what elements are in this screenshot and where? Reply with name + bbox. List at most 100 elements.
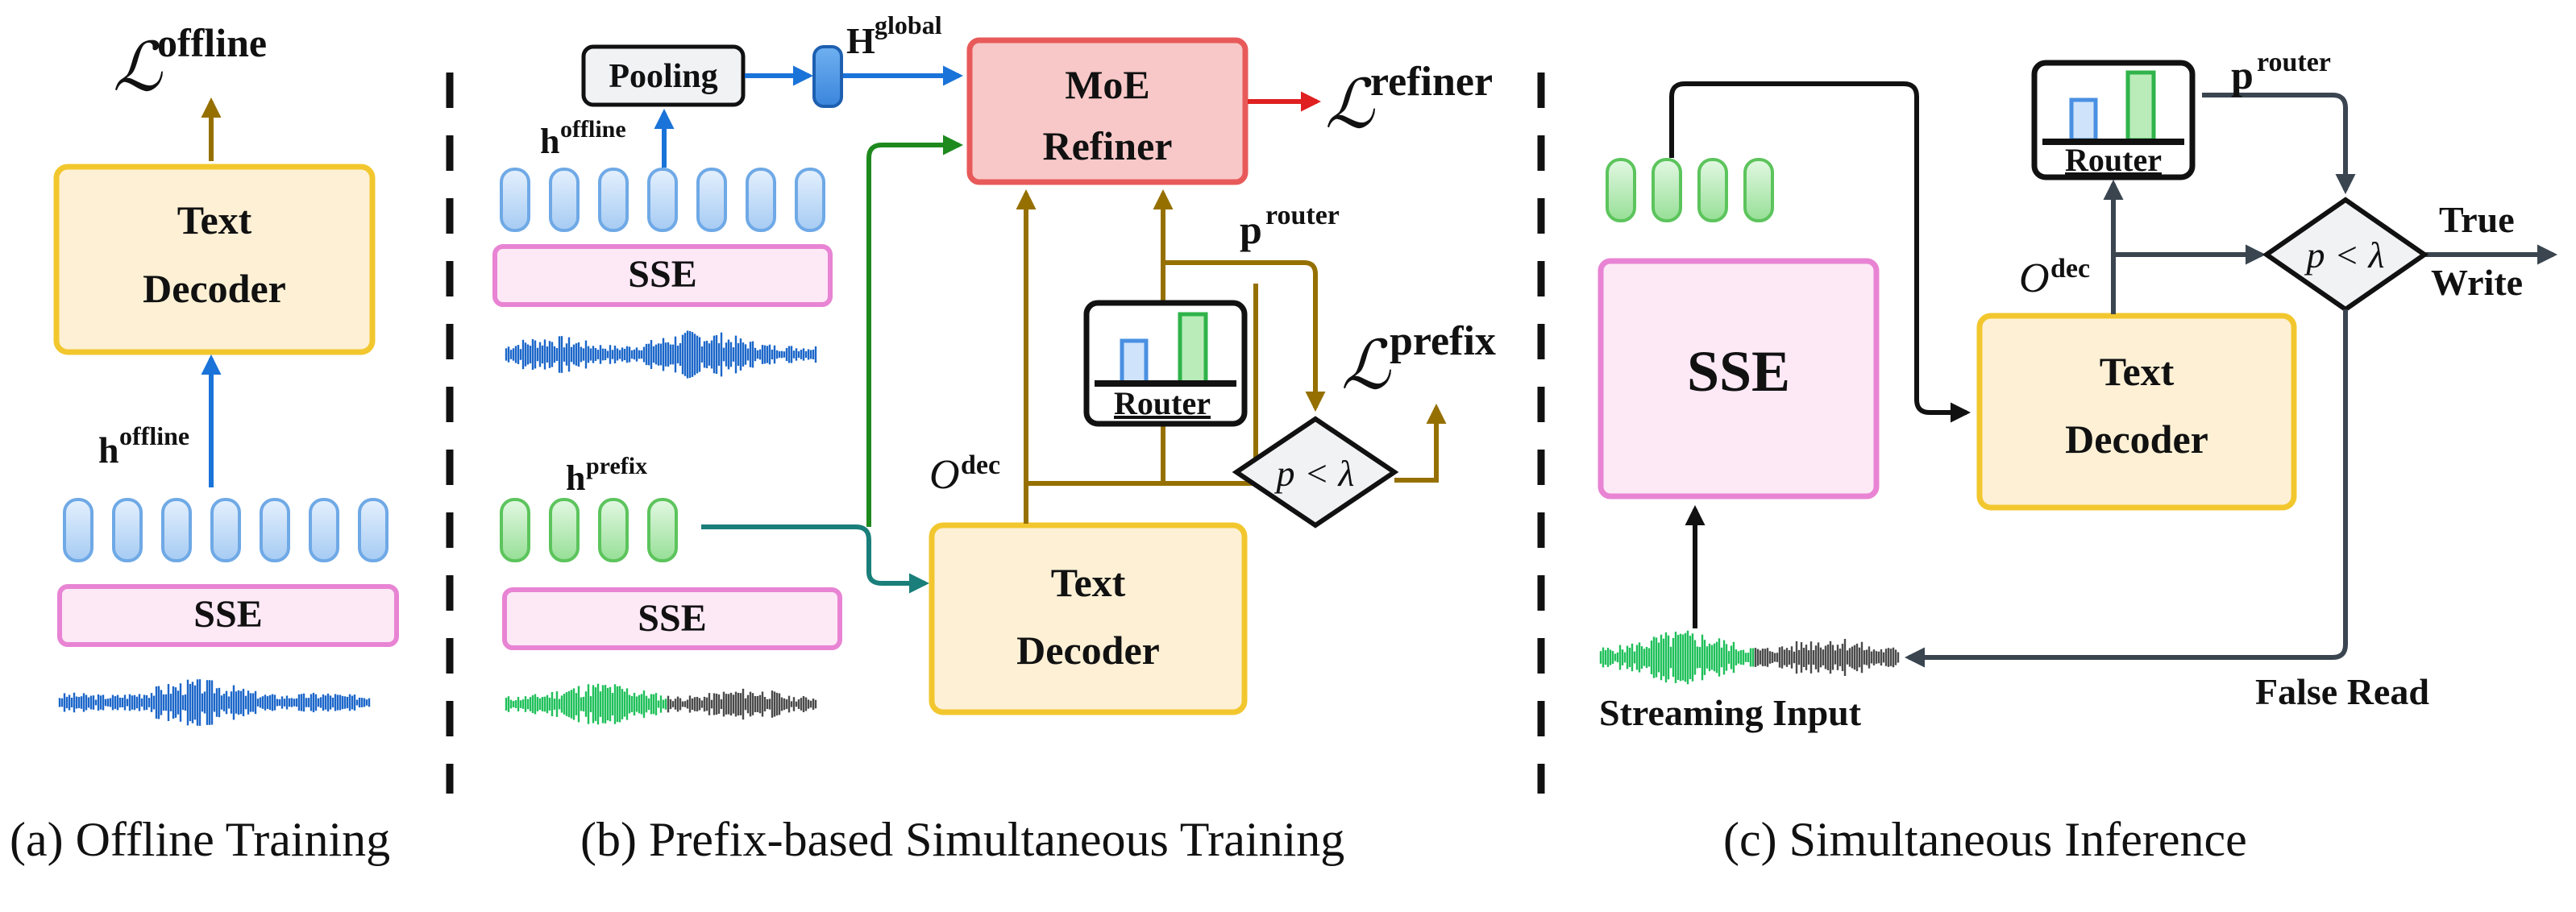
panel-a-h-sup: offline xyxy=(119,421,189,450)
panel-a-caption: (a) Offline Training xyxy=(10,813,390,866)
panel-b-bottom-waveform xyxy=(505,683,817,725)
panel-b-hoffline: h xyxy=(540,122,559,161)
panel-c-waveform xyxy=(1599,630,1900,685)
panel-b-arrow-prefix-to-decoder xyxy=(701,524,930,594)
panel-b-moe-line1: MoE xyxy=(1065,62,1150,107)
panel-c-arrow-router-to-threshold xyxy=(2202,93,2356,195)
panel-a-token-row xyxy=(63,498,388,562)
panel-b-hprefix: h xyxy=(566,458,585,498)
panel-a-loss: ℒ xyxy=(113,31,163,106)
blue-token xyxy=(549,168,580,232)
panel-b-p-router-sup: router xyxy=(1265,201,1340,230)
panel-c-threshold-label: p < λ xyxy=(2304,234,2385,276)
panel-c-router-label: Router xyxy=(2065,142,2162,178)
panel-b-p-router: p xyxy=(1240,207,1262,252)
blue-token xyxy=(647,168,678,232)
panel-c-router-bar-green xyxy=(2125,70,2156,143)
green-token xyxy=(1743,158,1774,222)
panel-b-hprefix-sup: prefix xyxy=(586,453,647,479)
blue-token xyxy=(358,498,388,562)
panel-b-loss-refiner: ℒ xyxy=(1325,68,1375,143)
panel-a-sse xyxy=(57,584,399,647)
panel-a-loss-sup: offline xyxy=(157,20,267,65)
panel-b-arrow-prefix-to-moe xyxy=(866,135,964,527)
panel-b-global-vector xyxy=(812,45,843,108)
panel-c-sse xyxy=(1598,258,1880,500)
panel-b-odec: O xyxy=(929,452,960,498)
panel-b-arrow-to-threshold xyxy=(1163,260,1326,412)
panel-b-text-decoder xyxy=(929,522,1248,715)
panel-c-odec-sup: dec xyxy=(2050,254,2090,284)
panel-c-router-bar-blue xyxy=(2069,97,2098,143)
panel-c-streaming-input: Streaming Input xyxy=(1599,692,1862,733)
panel-c-text-decoder xyxy=(1976,313,2297,511)
panel-b-top-token-row xyxy=(500,168,825,232)
panel-b-decoder-line2: Decoder xyxy=(1016,628,1160,673)
panel-b-sse-bottom-label: SSE xyxy=(638,597,706,640)
panel-b-sse-top-label: SSE xyxy=(628,253,696,296)
panel-c-sse-label: SSE xyxy=(1687,339,1790,404)
panel-a-decoder-line2: Decoder xyxy=(143,266,286,311)
panel-c-arrow-false-read xyxy=(1904,309,2348,668)
panel-b-sse-bottom xyxy=(502,587,842,650)
panel-a-sse-label: SSE xyxy=(193,593,262,636)
panel-a-waveform xyxy=(58,679,371,726)
panel-b-pooling-box xyxy=(581,44,746,107)
panel-c-decoder-line2: Decoder xyxy=(2065,417,2208,462)
blue-token xyxy=(63,498,93,562)
panel-b-bottom-token-row xyxy=(500,498,678,562)
blue-token xyxy=(309,498,339,562)
panel-c-token-row xyxy=(1606,158,1774,222)
green-token xyxy=(647,498,678,562)
blue-token xyxy=(598,168,629,232)
panel-b-hglobal-sup: global xyxy=(875,10,942,39)
green-token xyxy=(500,498,530,562)
panel-b-threshold-gold-out xyxy=(1394,403,1447,483)
panel-b-threshold-label: p < λ xyxy=(1274,453,1355,494)
blue-token xyxy=(746,168,776,232)
green-token xyxy=(1697,158,1728,222)
blue-token xyxy=(210,498,241,562)
panel-b-decoder-line1: Text xyxy=(1051,560,1126,605)
panel-c-write-label: Write xyxy=(2431,262,2523,303)
panel-b-threshold-diamond xyxy=(1232,416,1399,529)
panel-b-caption: (b) Prefix-based Simultaneous Training xyxy=(580,813,1344,866)
panel-b-loss-prefix-sup: prefix xyxy=(1390,318,1496,364)
panel-a-text-decoder xyxy=(53,164,376,355)
panel-c-p-router-sup: router xyxy=(2257,48,2331,77)
panel-c: SSE Streaming Input Text Decoder O dec p… xyxy=(1598,48,2558,866)
panel-b-moe-refiner xyxy=(966,37,1249,185)
panel-b-hglobal: H xyxy=(846,20,875,61)
panel-b-router-label: Router xyxy=(1114,385,1211,421)
panel-b-sse-top xyxy=(492,244,833,307)
panel-c-odec: O xyxy=(2019,255,2050,301)
panel-c-false-read: False Read xyxy=(2255,671,2429,712)
panel-b: Pooling H global MoE Refiner ℒ refiner h… xyxy=(492,10,1496,866)
green-token xyxy=(1652,158,1682,222)
panel-b-loss-refiner-sup: refiner xyxy=(1370,59,1493,105)
green-token xyxy=(549,498,580,562)
panel-b-router-bar-blue xyxy=(1120,338,1149,385)
panel-b-pooling-label: Pooling xyxy=(609,58,717,95)
blue-token xyxy=(112,498,143,562)
panel-a: ℒ offline Text Decoder h offline SSE (a)… xyxy=(10,20,399,866)
blue-token xyxy=(500,168,530,232)
panel-c-decoder-line1: Text xyxy=(2100,349,2175,394)
green-token xyxy=(1606,158,1636,222)
blue-token xyxy=(795,168,825,232)
panel-b-loss-prefix: ℒ xyxy=(1341,329,1391,404)
panel-c-true-label: True xyxy=(2439,199,2515,240)
blue-token xyxy=(696,168,727,232)
panel-a-h: h xyxy=(98,429,119,471)
green-token xyxy=(598,498,629,562)
blue-token xyxy=(161,498,192,562)
panel-a-decoder-line1: Text xyxy=(177,197,252,243)
panel-b-top-waveform xyxy=(505,330,817,379)
panel-c-arrow-tokens-to-decoder xyxy=(1669,81,1971,423)
panel-c-p-router: p xyxy=(2231,52,2254,97)
panel-c-caption: (c) Simultaneous Inference xyxy=(1723,813,2247,866)
panel-b-odec-sup: dec xyxy=(961,450,1000,480)
blue-token xyxy=(260,498,290,562)
